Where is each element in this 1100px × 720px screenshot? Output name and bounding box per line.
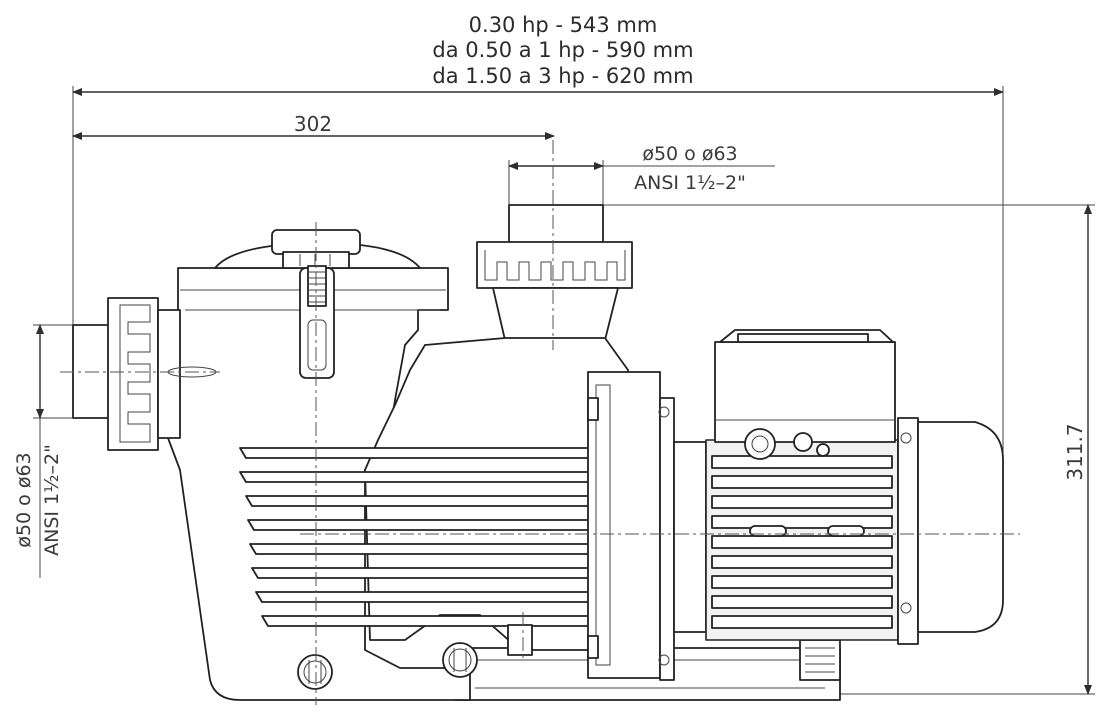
strainer-housing	[164, 267, 471, 701]
outlet-union-nut	[476, 241, 633, 289]
pump-drawing	[60, 140, 1020, 705]
drain-plug-left	[297, 654, 333, 690]
outlet-diameter-label: ø50 o ø63	[642, 143, 737, 165]
length-title-line-2: da 0.50 a 1 hp - 590 mm	[432, 38, 693, 62]
length-title-line-1: 0.30 hp - 543 mm	[469, 13, 658, 37]
height-label: 311.7	[1063, 423, 1087, 480]
inlet-diameter-label: ø50 o ø63	[13, 452, 35, 547]
terminal-box	[714, 341, 896, 443]
cable-gland	[744, 428, 776, 460]
motor-fins	[711, 455, 893, 629]
outlet-pipe	[508, 204, 604, 248]
height-dimension: 311.7	[603, 204, 1095, 695]
inlet-offset-dimension: 302	[72, 112, 555, 140]
inlet-diameter-dimension: ø50 o ø63 ANSI 1½–2"	[13, 324, 110, 578]
drain-plug-right	[442, 642, 478, 678]
length-title-line-3: da 1.50 a 3 hp - 620 mm	[432, 64, 693, 88]
outlet-ansi-label: ANSI 1½–2"	[634, 172, 746, 194]
inlet-ansi-label: ANSI 1½–2"	[41, 444, 63, 556]
motor-rear-cover	[917, 421, 1004, 633]
inlet-offset-label: 302	[294, 112, 332, 136]
motor-flange	[587, 371, 661, 679]
outlet-diameter-dimension: ø50 o ø63 ANSI 1½–2"	[508, 143, 775, 208]
